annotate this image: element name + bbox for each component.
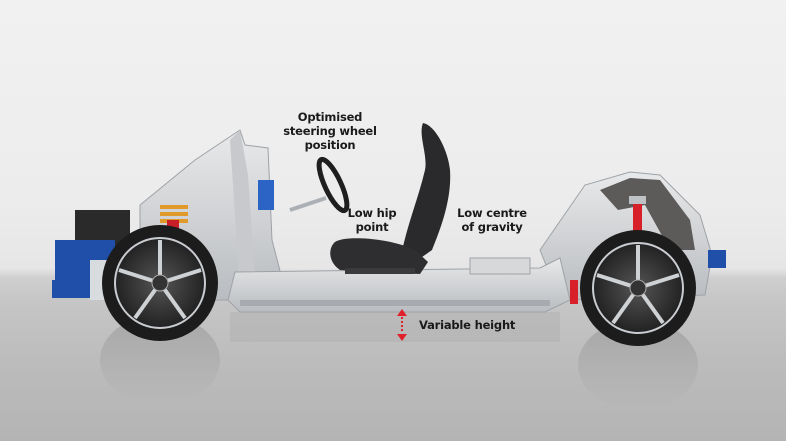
front-wheel <box>102 225 218 341</box>
annotation-gravity: Low centre of gravity <box>452 206 532 234</box>
steering-column-motor <box>258 180 274 210</box>
annotation-line: point <box>355 220 389 234</box>
annotation-hip: Low hip point <box>342 206 402 234</box>
double-headed-dotted-arrow-icon <box>397 309 407 341</box>
seat <box>330 123 451 274</box>
annotation-line: Variable height <box>419 318 516 332</box>
annotation-line: position <box>304 138 356 152</box>
floor-reflection <box>100 312 698 410</box>
annotation-line: Optimised <box>297 110 363 124</box>
annotation-height: Variable height <box>419 318 529 332</box>
annotation-line: Low hip <box>347 206 397 220</box>
rear-shock-absorber <box>633 200 642 240</box>
steering-wheel <box>289 156 350 214</box>
annotation-line: of gravity <box>461 220 523 234</box>
rear-wheel <box>570 230 696 346</box>
annotation-steering: Optimised steering wheel position <box>275 110 385 152</box>
annotation-line: Low centre <box>457 206 527 220</box>
annotation-line: steering wheel <box>283 124 377 138</box>
floor-pan <box>227 257 571 313</box>
